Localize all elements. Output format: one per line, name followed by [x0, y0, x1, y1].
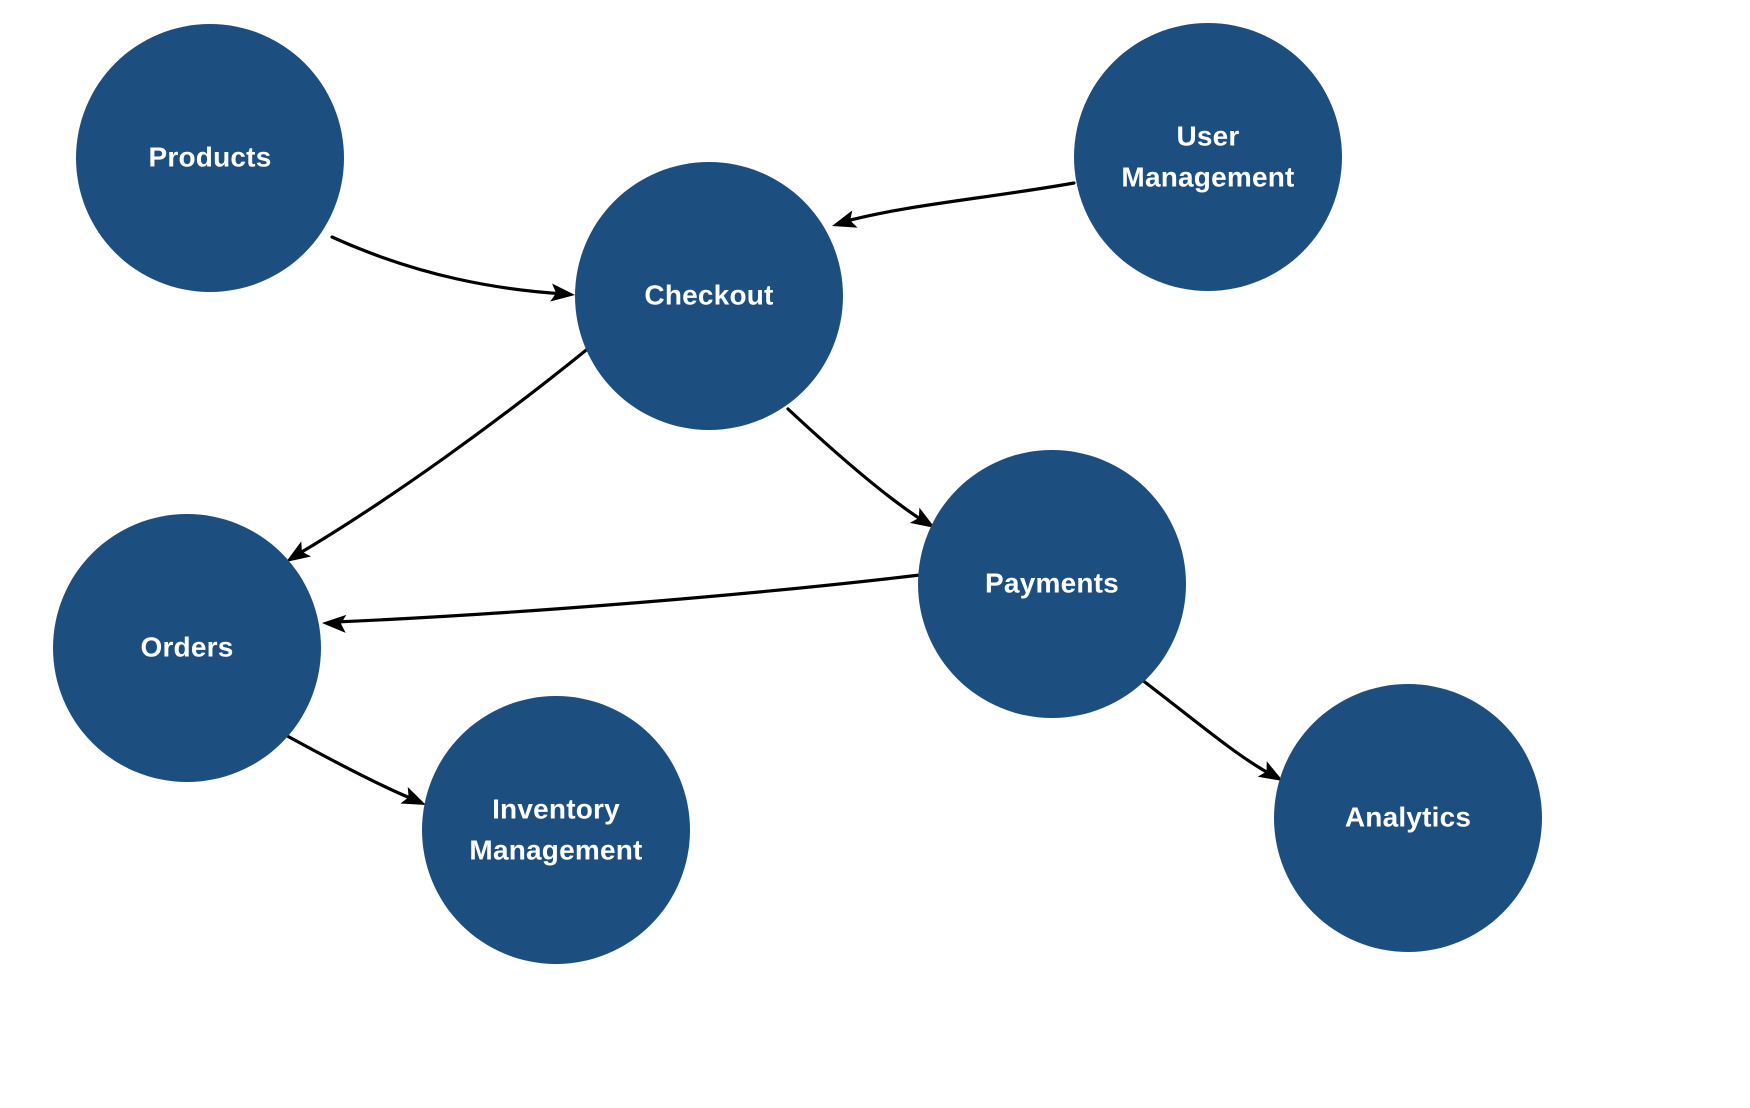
node-circle-checkout[interactable] [575, 162, 843, 430]
edge-products-to-checkout [330, 235, 575, 302]
node-circle-payments[interactable] [918, 450, 1186, 718]
edge-checkout-to-orders [286, 345, 592, 562]
node-circle-products[interactable] [76, 24, 344, 292]
edge-payments-to-analytics [1131, 671, 1283, 781]
edge-checkout-to-payments [786, 407, 935, 528]
edge-payments-to-orders [322, 573, 922, 633]
edges-layer [278, 181, 1283, 805]
nodes-layer [53, 23, 1542, 964]
arrow-head-icon [909, 507, 935, 528]
arrow-head-icon [550, 283, 575, 302]
edge-line [841, 181, 1076, 224]
node-circle-analytics[interactable] [1274, 684, 1542, 952]
arrow-head-icon [400, 787, 426, 805]
arrow-head-icon [322, 614, 347, 633]
arrow-head-icon [832, 210, 858, 228]
edge-line [786, 407, 927, 524]
arrow-head-icon [286, 541, 312, 562]
edge-line [330, 235, 568, 296]
edge-line [278, 730, 417, 802]
arrow-head-icon [1257, 761, 1283, 781]
node-circle-inventory[interactable] [422, 696, 690, 964]
node-circle-user_mgmt[interactable] [1074, 23, 1342, 291]
edge-line [1131, 671, 1274, 777]
edge-orders-to-inventory [278, 730, 426, 805]
edge-line [333, 573, 922, 624]
edge-user_mgmt-to-checkout [832, 181, 1076, 228]
node-circle-orders[interactable] [53, 514, 321, 782]
edge-line [293, 345, 592, 558]
